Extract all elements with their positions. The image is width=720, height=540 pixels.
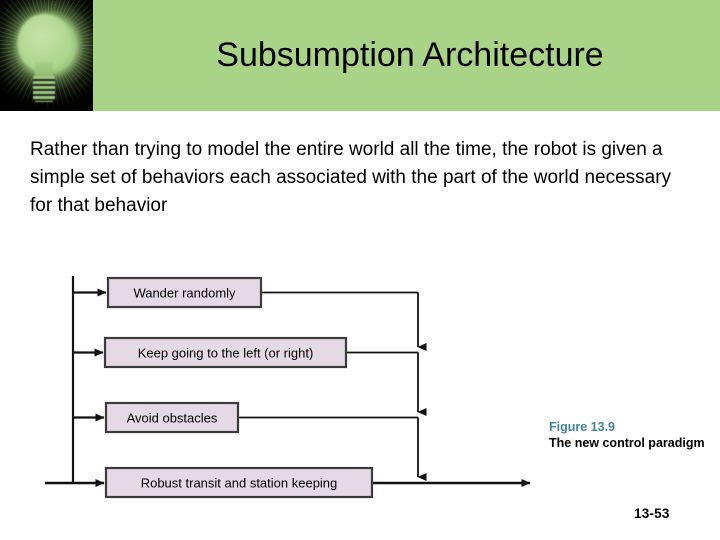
behavior-box-label: Robust transit and station keeping	[141, 476, 338, 491]
slide-number: 13-53	[634, 506, 670, 521]
behavior-box-avoid-obstacles[interactable]: Avoid obstacles	[104, 401, 240, 434]
lightbulb-image	[0, 0, 93, 111]
behavior-box-label: Avoid obstacles	[127, 411, 218, 426]
header-banner: Subsumption Architecture	[0, 0, 720, 111]
bulb-neck	[35, 62, 53, 78]
figure-caption: Figure 13.9 The new control paradigm	[549, 419, 709, 451]
figure-number: Figure 13.9	[549, 420, 615, 434]
behavior-box-robust-transit-station-keeping[interactable]: Robust transit and station keeping	[104, 466, 374, 499]
page-title: Subsumption Architecture	[216, 36, 604, 74]
behavior-box-wander-randomly[interactable]: Wander randomly	[106, 276, 263, 309]
bulb-screw-base	[33, 76, 55, 102]
behavior-box-label: Wander randomly	[133, 286, 236, 301]
subsumption-diagram: Wander randomly Keep going to the left (…	[0, 255, 720, 515]
bulb-body	[18, 14, 70, 70]
behavior-box-keep-going-left-or-right[interactable]: Keep going to the left (or right)	[103, 336, 348, 369]
figure-title: The new control paradigm	[549, 436, 705, 450]
body-paragraph: Rather than trying to model the entire w…	[30, 139, 672, 216]
behavior-box-label: Keep going to the left (or right)	[138, 346, 314, 361]
